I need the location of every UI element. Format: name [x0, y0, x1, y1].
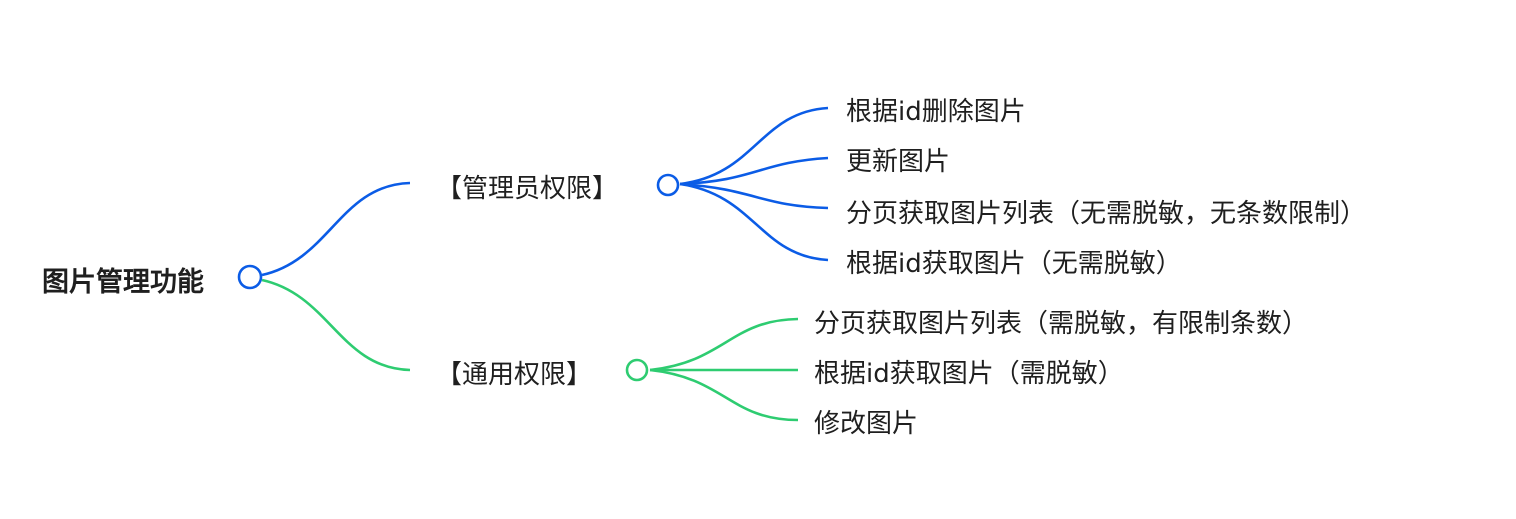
branch-common-label[interactable]: 【通用权限】	[436, 360, 592, 390]
admin-leaf-delete-by-id[interactable]: 根据id删除图片	[846, 97, 1026, 127]
admin-leaf-get-by-id[interactable]: 根据id获取图片（无需脱敏）	[846, 249, 1182, 279]
admin-leaf-update[interactable]: 更新图片	[846, 147, 950, 177]
admin-leaf-page-list[interactable]: 分页获取图片列表（无需脱敏，无条数限制）	[846, 199, 1366, 229]
edge-admin-leaf-2	[679, 156, 829, 186]
root-topic-label[interactable]: 图片管理功能	[42, 266, 204, 298]
edge-admin-leaf-1	[679, 106, 829, 186]
branch-common-collapse-toggle[interactable]	[625, 358, 649, 382]
edge-admin-leaf-3	[679, 182, 829, 210]
edge-common-leaf-3	[649, 368, 799, 422]
edge-root-admin	[261, 181, 411, 277]
branch-admin-label[interactable]: 【管理员权限】	[436, 174, 618, 204]
common-leaf-get-by-id[interactable]: 根据id获取图片（需脱敏）	[814, 359, 1124, 389]
edge-admin-leaf-4	[679, 182, 829, 262]
edge-root-common	[261, 278, 411, 372]
root-collapse-toggle[interactable]	[237, 264, 263, 290]
common-leaf-edit[interactable]: 修改图片	[814, 409, 918, 439]
branch-admin-collapse-toggle[interactable]	[656, 173, 680, 197]
common-leaf-page-list[interactable]: 分页获取图片列表（需脱敏，有限制条数）	[814, 309, 1308, 339]
edge-common-leaf-1	[649, 317, 799, 372]
